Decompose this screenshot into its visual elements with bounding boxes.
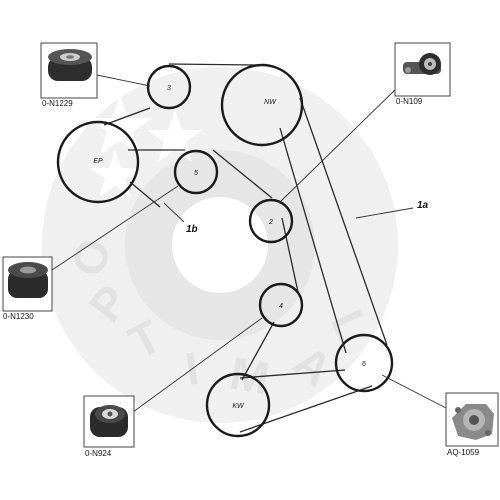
deflection-pulley-icon (90, 405, 128, 437)
watermark-star-1 (88, 95, 152, 155)
pulley-2: 2 (248, 198, 294, 244)
pulley-nw-label: NW (264, 99, 277, 106)
watermark-logo: O P T I M A L (42, 67, 398, 423)
tensioner-arm-icon (403, 53, 441, 75)
pulley-5-circle (173, 149, 219, 195)
part-n109[interactable]: 0-N109 (394, 42, 451, 106)
part-n1230-number: 0-N1230 (3, 312, 34, 321)
belt-1b (128, 149, 299, 381)
pulley-4-circle (258, 282, 304, 328)
pulley-nw-circle (220, 63, 304, 147)
pulley-3: 3 (146, 64, 192, 110)
watermark-star-3 (90, 150, 140, 197)
pulley-3-label: 3 (167, 85, 171, 92)
pulley-ep: EP (56, 120, 140, 204)
leader-n924 (132, 317, 263, 413)
belt-1b-label: 1b (186, 224, 198, 235)
pulley-2-label: 2 (268, 219, 273, 226)
pulley-nw: NW (220, 63, 304, 147)
pulley-6-label: 6 (362, 361, 366, 368)
pulley-kw-circle (205, 372, 271, 438)
pulley-5: 5 (173, 149, 219, 195)
leader-n109 (278, 89, 396, 204)
belt-1b-leader (163, 202, 185, 223)
watermark-star-2 (147, 110, 203, 162)
part-aq1059-number: AQ-1059 (447, 448, 480, 457)
pulley-4: 4 (258, 282, 304, 328)
pulley-5-label: 5 (194, 170, 198, 177)
belt-1a (103, 63, 388, 433)
part-n1229-number: 0-N1229 (42, 99, 73, 108)
leader-n1230 (51, 185, 179, 271)
belt-1a-label: 1a (417, 200, 429, 211)
part-n109-number: 0-N109 (396, 97, 423, 106)
part-n924[interactable]: 0-N924 (83, 395, 135, 458)
pulley-2-circle (248, 198, 294, 244)
pulley-6: 6 (334, 333, 394, 393)
tensioner-pulley-icon (48, 49, 92, 81)
leader-aq1059 (381, 374, 447, 409)
pulley-ep-label: EP (93, 158, 103, 165)
pulley-6-circle (334, 333, 394, 393)
part-n924-number: 0-N924 (85, 449, 112, 458)
pulley-kw-label: KW (232, 403, 245, 410)
part-aq1059[interactable]: AQ-1059 (445, 392, 499, 457)
pulley-4-label: 4 (279, 303, 283, 310)
water-pump-icon (452, 404, 494, 440)
leader-n1229 (96, 74, 151, 87)
idler-pulley-icon (8, 262, 48, 298)
part-n1230[interactable]: 0-N1230 (2, 256, 53, 321)
belt-1a-leader (355, 207, 414, 219)
pulley-kw: KW (205, 372, 271, 438)
pulley-3-circle (146, 64, 192, 110)
pulley-ep-circle (56, 120, 140, 204)
watermark-hub (172, 197, 268, 293)
part-n1229[interactable]: 0-N1229 (40, 42, 98, 108)
